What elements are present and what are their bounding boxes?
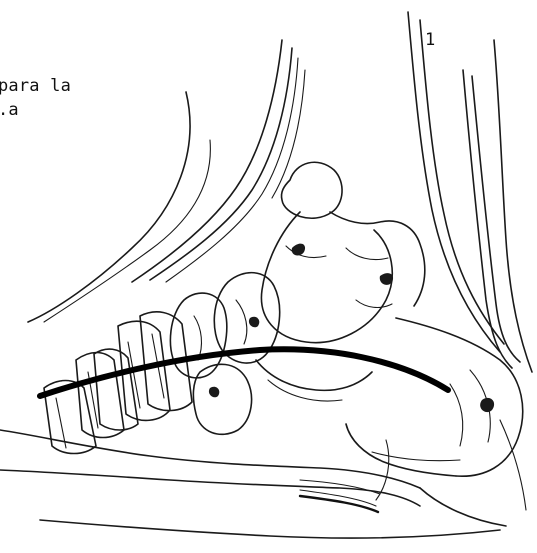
leg-back-contours: [408, 12, 532, 510]
guide-wire-line: [40, 349, 448, 396]
talus-bone: [261, 162, 424, 342]
midfoot-bones: [170, 273, 372, 401]
sole-contours: [0, 430, 506, 538]
